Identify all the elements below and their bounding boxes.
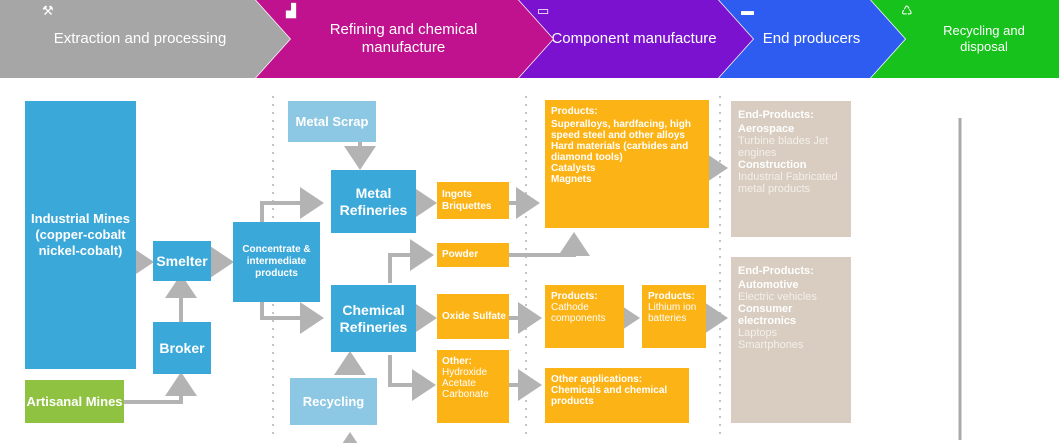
node-concentrate: Concentrate & intermediate products [233, 222, 320, 302]
node-end-products-2: End-Products: Automotive Electric vehicl… [731, 257, 851, 423]
pickaxe-icon: ⚒ [42, 3, 54, 18]
arrow-concentrate-metal [260, 187, 324, 222]
stage-component: ▭ Component manufacture [519, 0, 753, 78]
node-recycling: Recycling [290, 378, 377, 425]
end-products-1-title: End-Products: [738, 109, 814, 121]
arrow-powder-products [509, 232, 590, 257]
arrow-concentrate-chemical [260, 302, 324, 334]
node-powder: Powder [437, 243, 509, 267]
node-cathode-components: Products: Cathode components [545, 285, 624, 348]
node-end-products-1: End-Products: Aerospace Turbine blades J… [731, 101, 851, 237]
node-smelter: Smelter [153, 241, 211, 281]
end-products-2-title: End-Products: [738, 265, 814, 277]
end-products-2-items-2: Laptops Smartphones [738, 327, 804, 351]
end-products-1-items-2: Industrial Fabricated metal products [738, 171, 838, 195]
products-2-title: Products: [551, 291, 598, 302]
node-oxide-sulfate: Oxide Sulfate [437, 294, 509, 339]
node-other-title: Other: [442, 356, 472, 367]
end-products-2-heading-1: Automotive [738, 279, 799, 291]
node-other-applications: Other applications: Chemicals and chemic… [545, 368, 689, 423]
node-metal-refineries: Metal Refineries [331, 170, 416, 233]
arrow-chemical-powder [388, 239, 434, 283]
node-chemical-refineries: Chemical Refineries [331, 285, 416, 352]
products-3-items: Lithium ion batteries [648, 302, 697, 324]
end-products-1-heading-1: Aerospace [738, 123, 795, 135]
node-metal-scrap: Metal Scrap [288, 101, 376, 142]
arrow-chemical-other [388, 355, 436, 401]
stage-extraction: ⚒ Extraction and processing [0, 0, 290, 78]
end-products-2-items-1: Electric vehicles [738, 291, 817, 303]
node-artisanal-mines: Artisanal Mines [25, 380, 124, 423]
node-other: Other: Hydroxide Acetate Carbonate [437, 350, 509, 423]
stage-end-producers: ▬ End producers [719, 0, 905, 78]
end-products-1-heading-2: Construction [738, 159, 807, 171]
stage-end-producers-label: End producers [762, 30, 861, 47]
stage-extraction-label: Extraction and processing [53, 30, 227, 47]
end-products-2-heading-2: Consumer electronics [738, 303, 797, 327]
stage-refining: ▟ Refining and chemical manufacture [256, 0, 553, 78]
products-3-title: Products: [648, 291, 695, 302]
end-products-1-items-1: Turbine blades Jet engines [738, 135, 829, 159]
products-1-item-3: Catalysts [551, 163, 596, 174]
stage-refining-label: Refining and chemical manufacture [329, 21, 478, 56]
node-lithium-batteries: Products: Lithium ion batteries [642, 285, 706, 348]
node-products-1: Products: Superalloys, hardfacing, high … [545, 100, 709, 228]
products-2-items: Cathode components [551, 302, 606, 324]
arrow-artisanal-broker [124, 372, 197, 404]
recycle-icon: ♺ [901, 3, 913, 18]
node-other-items: Hydroxide Acetate Carbonate [442, 367, 489, 400]
other-applications-items: Chemicals and chemical products [551, 385, 668, 407]
products-1-item-4: Magnets [551, 174, 592, 185]
products-1-item-2: Hard materials (carbides and diamond too… [551, 141, 689, 163]
products-1-item-1: Superalloys, hardfacing, high speed stee… [551, 119, 692, 141]
stage-recycling-label: Recycling and disposal [943, 23, 1025, 54]
battery-icon: ▭ [537, 3, 550, 18]
other-applications-title: Other applications: [551, 374, 643, 385]
node-broker: Broker [153, 322, 211, 374]
factory-icon: ▟ [286, 3, 296, 18]
stage-component-label: Component manufacture [551, 30, 717, 47]
car-icon: ▬ [741, 3, 754, 18]
node-ingots-briquettes: Ingots Briquettes [437, 182, 509, 219]
products-1-title: Products: [551, 106, 598, 117]
node-industrial-mines: Industrial Mines (copper-cobalt nickel-c… [25, 101, 136, 369]
